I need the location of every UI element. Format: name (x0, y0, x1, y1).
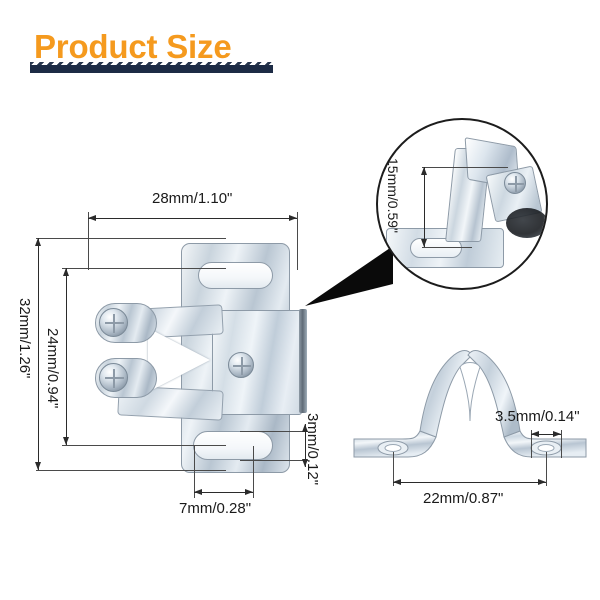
catch-upper-roller-rivet (99, 308, 128, 337)
catch-right-edge (299, 309, 307, 413)
dimension-label-slot-length: 7mm/0.28" (179, 500, 252, 517)
page-title: Product Size (34, 28, 232, 65)
dimension-label-catch-total-height: 32mm/1.26" (16, 298, 33, 379)
dimension-label-catch-width: 28mm/1.10" (152, 190, 233, 207)
catch-top-slot (198, 262, 273, 289)
catch-center-screw (228, 352, 254, 378)
dimension-label-detail-height: 15mm/0.59" (385, 158, 401, 234)
dimension-label-slot-width: 3mm/0.12" (304, 413, 321, 486)
detail-spring-shadow (506, 208, 546, 238)
title-underline-bar (30, 62, 273, 73)
magnifier-pointer-cone (300, 240, 395, 320)
catch-front-housing (212, 310, 302, 415)
strike-plate-shape (353, 350, 587, 458)
catch-lower-roller-rivet (99, 363, 128, 392)
catch-triangular-cutout (148, 328, 210, 392)
page-title-block: Product Size (30, 28, 280, 73)
magnified-detail-inset: 15mm/0.59" (376, 118, 548, 290)
dimension-label-plate-hole-spacing: 22mm/0.87" (423, 490, 504, 507)
dimension-label-hole-diameter: 3.5mm/0.14" (495, 408, 580, 425)
detail-screw (504, 172, 526, 194)
dimension-label-catch-body-height: 24mm/0.94" (44, 328, 61, 409)
